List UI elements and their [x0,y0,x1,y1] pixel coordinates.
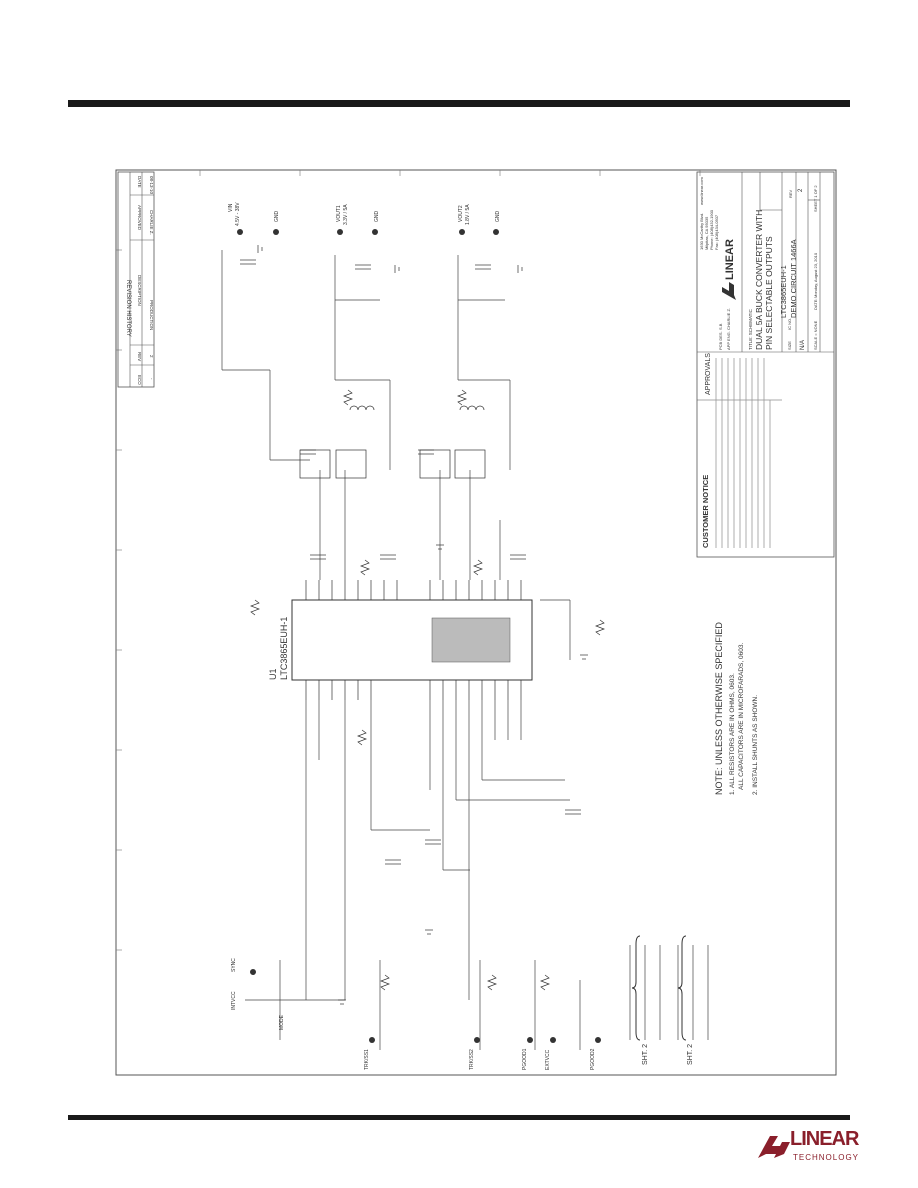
notes-heading: NOTE: UNLESS OTHERWISE SPECIFIED [714,622,724,795]
rev-col-eco: ECO [137,375,142,385]
title-line-1: DUAL 5A BUCK CONVERTER WITH [754,210,764,350]
net-sync: SYNC [231,958,237,972]
inductor-symbols [349,405,485,411]
net-pgood1: PGOOD1 [522,1048,528,1070]
net-vin-range: 4.5V - 38V [235,202,241,226]
approvals-heading: APPROVALS [705,353,712,395]
rev-row-approved: CHARLIE Z. [149,210,154,235]
title-line-2: PIN SELECTABLE OUTPUTS [764,236,774,350]
notes-line-3: 2. INSTALL SHUNTS AS SHOWN. [752,695,759,795]
revision-history: REVISION HISTORY ECO REV DESCRIPTION APP… [117,171,155,388]
app-eng-label: APP ENG. [726,331,731,350]
net-mode: MODE [279,1014,285,1030]
rev-row-description: PRODUCTION [149,300,154,330]
net-gnd-2: GND [374,211,380,223]
net-intvcc: INTVCC [231,991,237,1010]
net-vin: VIN [228,203,234,212]
footer-logo-sub: TECHNOLOGY [793,1153,860,1162]
frame-ticks [116,170,701,951]
title-label: TITLE: SCHEMATIC [748,308,753,350]
size-value: N/A [800,340,806,350]
rev-col-description: DESCRIPTION [137,275,142,306]
test-points [237,229,601,1043]
linear-logo-icon [758,1136,790,1158]
rev-row-rev: 2 [149,355,154,358]
notes-line-1: 1. ALL RESISTORS ARE IN OHMS, 0603. [729,673,736,795]
app-eng-value: CHARLIE Z. [726,308,731,330]
title-block: CUSTOMER NOTICE APPROVALS PCB DES. S.B A… [696,171,835,558]
company-fax: Fax: (408)434-0507 [714,214,719,250]
net-trk-ss2: TRK/SS2 [469,1049,475,1070]
company-web: www.linear.com [699,177,704,205]
sheet-label: SHEET 1 OF 2 [813,185,818,212]
rev-col-date: DATE [137,176,142,188]
rev-history-heading: REVISION HISTORY [125,280,131,337]
net-trk-ss1: TRK/SS1 [364,1049,370,1070]
ic-part-number: LTC3865EUH-1 [279,617,289,680]
company-phone: Phone: (408)432-1900 [709,209,714,250]
sheet-ref-b: SHT. 2 [687,1044,694,1065]
rev-value: 2 [798,188,804,192]
size-label: SIZE [787,341,792,350]
bottom-rule [68,1115,850,1120]
customer-notice-body [715,358,771,548]
svg-text:LINEAR: LINEAR [724,239,736,280]
scale-label: SCALE = NONE [813,320,818,350]
net-vout2: VOUT2 [458,205,464,222]
ground-symbols [257,245,588,1005]
net-gnd-1: GND [274,211,280,223]
demo-circuit-label: DEMO CIRCUIT 1466A [789,239,798,318]
ic-no-label: IC NO. [787,318,792,330]
notes-line-2: ALL CAPACITORS ARE IN MICROFARADS, 0603. [738,643,745,790]
net-vout1-value: 3.3V / 5A [343,204,349,225]
top-rule [68,100,850,107]
customer-notice-heading: CUSTOMER NOTICE [701,475,710,548]
drawing-frame [115,169,837,1076]
net-gnd-3: GND [495,211,501,223]
net-vout2-value: 1.8V / 5A [465,204,471,225]
rev-row-date: 08-13-10 [149,176,154,195]
date-value: Monday, August 23, 2010 [813,252,818,298]
pcb-des-label: PCB DES. [718,331,723,350]
rev-col-approved: APPROVED [137,205,142,231]
net-pgood2: PGOOD2 [590,1048,596,1070]
company-address-1: 1630 McCarthy Blvd. [699,213,704,250]
net-extvcc: EXTVCC [545,1049,551,1070]
brace-a-icon [631,935,641,1041]
rev-row-eco: - [149,378,154,380]
ic-u1: U1 LTC3865EUH-1 [268,580,533,700]
pcb-des-value: S.B [718,323,723,330]
ic-designator: U1 [268,668,278,680]
date-label: DATE: [813,299,818,310]
rev-col-rev: REV [137,352,142,361]
ic-no-value: LTC3865EUH-1 [779,265,788,318]
footer-logo-word: LINEAR [790,1128,859,1150]
mosfet-symbols [299,449,486,479]
sheet-ref-a: SHT. 2 [642,1044,649,1065]
schematic-wiring [221,250,709,1050]
net-vout1: VOUT1 [336,205,342,222]
company-address-2: Milpitas, CA 95035 [704,216,709,250]
brace-b-icon [677,935,687,1041]
rev-label: REV [788,189,793,198]
title-logo-icon: LINEAR [722,239,736,300]
